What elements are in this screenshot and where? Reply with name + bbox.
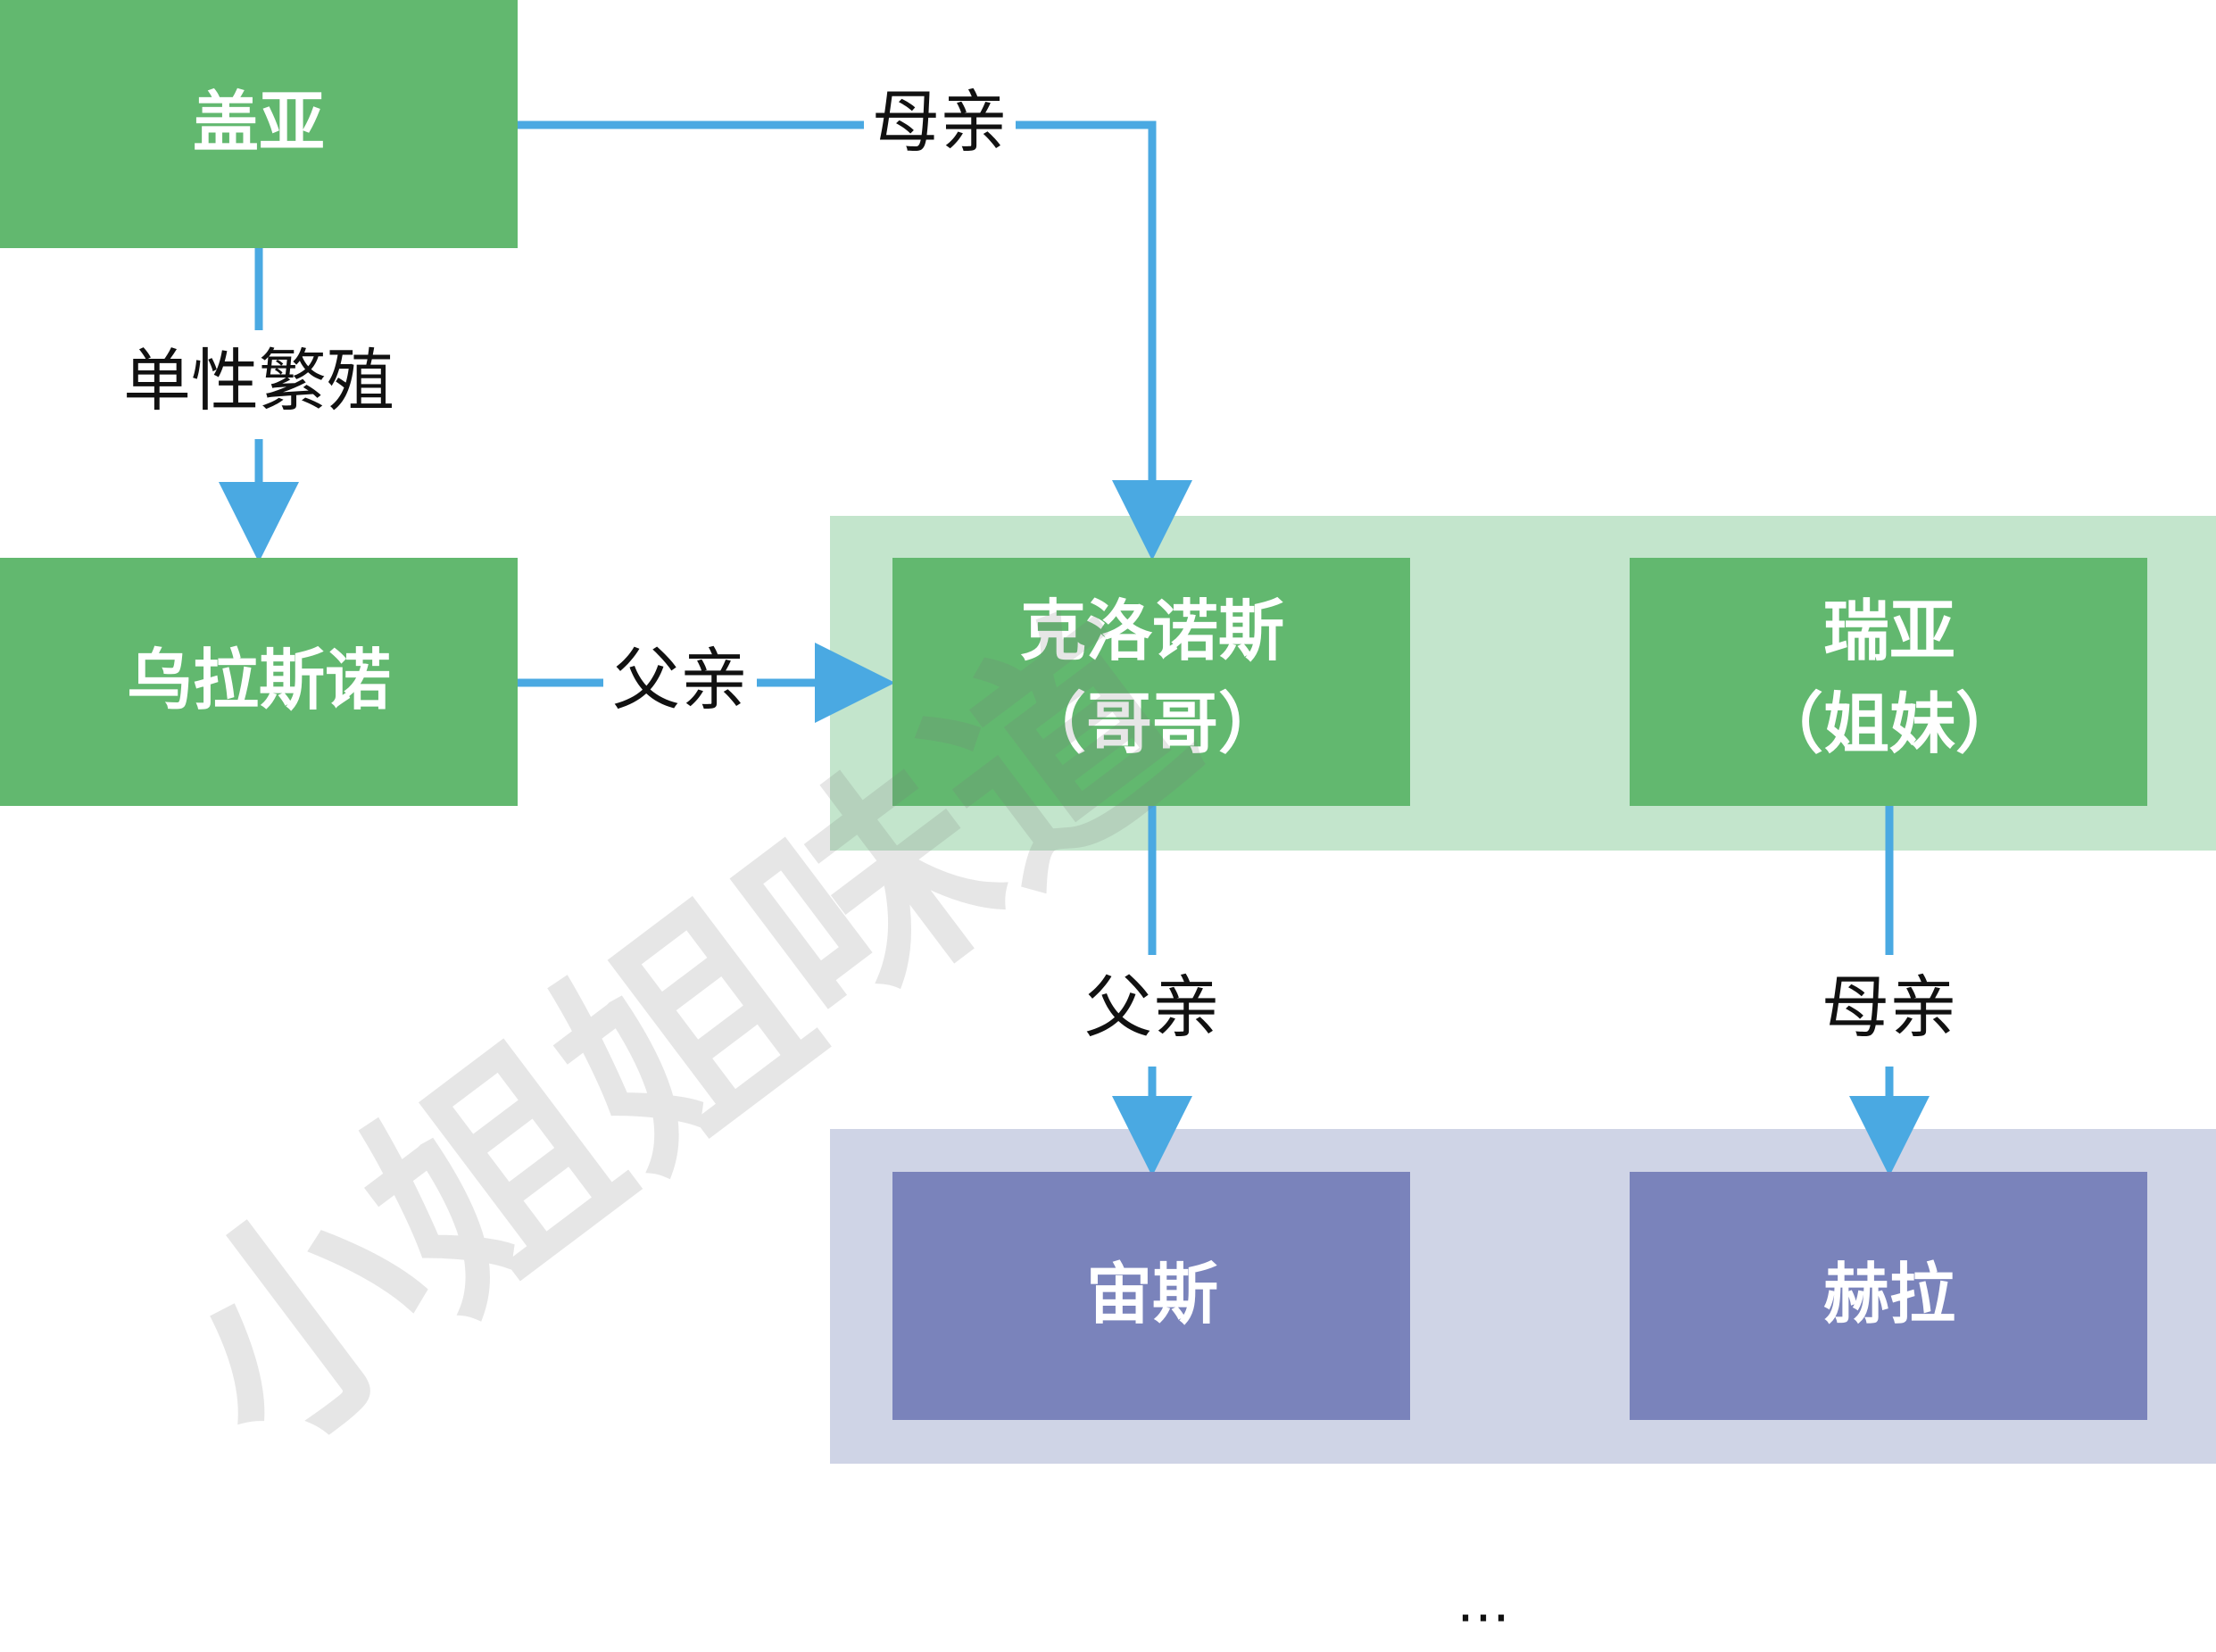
node-rhea-relation: （姐妹） <box>1757 686 2021 763</box>
node-uranus: 乌拉斯诺 <box>0 558 518 806</box>
node-zeus-label: 宙斯 <box>1086 1257 1218 1333</box>
edges <box>219 120 1930 1176</box>
node-rhea-box <box>1630 558 2147 806</box>
node-gaia: 盖亚 <box>0 0 518 248</box>
node-gaia-box <box>0 0 518 248</box>
node-gaia-label: 盖亚 <box>193 85 325 162</box>
edge-label-rhea-mother: 母亲 <box>1822 967 1957 1047</box>
node-zeus-box <box>892 1172 1410 1420</box>
node-hera: 赫拉 <box>1630 1172 2147 1420</box>
node-rhea: 瑞亚 （姐妹） <box>1630 558 2147 806</box>
node-cronus-relation: （哥哥） <box>1020 686 1284 763</box>
node-cronus-name: 克洛诺斯 <box>1020 594 1284 670</box>
node-cronus-box <box>892 558 1410 806</box>
node-uranus-box <box>0 558 518 806</box>
edge-gaia-cronus-line-right <box>1016 120 1192 560</box>
node-cronus: 克洛诺斯 （哥哥） <box>892 558 1410 806</box>
node-zeus: 宙斯 <box>892 1172 1410 1420</box>
edge-label-cronus-father: 父亲 <box>1084 967 1220 1047</box>
edge-label-uranus-father: 父亲 <box>612 640 748 719</box>
node-hera-box <box>1630 1172 2147 1420</box>
node-hera-label: 赫拉 <box>1823 1257 1955 1333</box>
node-uranus-label: 乌拉斯诺 <box>127 643 391 719</box>
node-rhea-name: 瑞亚 <box>1823 594 1955 670</box>
edge-label-gaia-mother: 母亲 <box>872 82 1008 162</box>
edge-label-parthenogenesis: 单性繁殖 <box>123 341 394 420</box>
continuation-ellipsis: … <box>1457 1573 1510 1635</box>
